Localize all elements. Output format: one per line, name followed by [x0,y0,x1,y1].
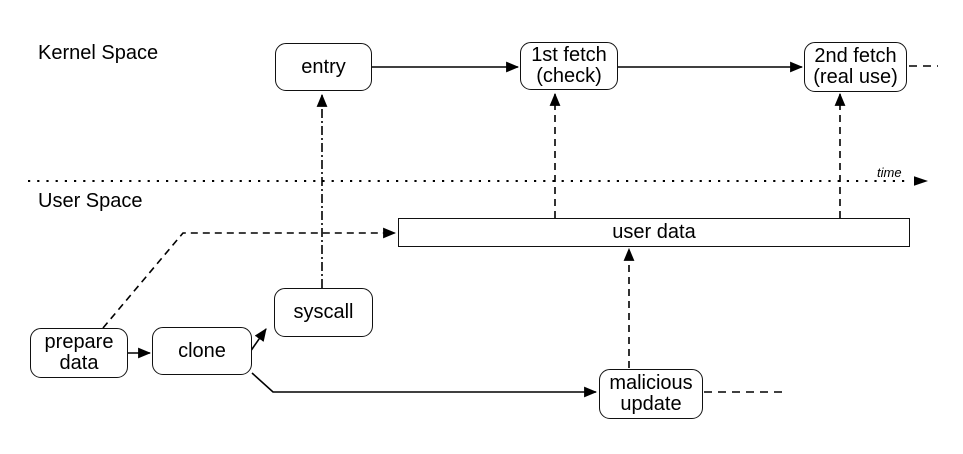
node-entry: entry [275,43,372,91]
node-malicious-update: malicious update [599,369,703,419]
node-user-data: user data [398,218,910,247]
node-clone: clone [152,327,252,375]
user-space-label: User Space [38,190,143,212]
node-second-fetch: 2nd fetch (real use) [804,42,907,92]
node-syscall: syscall [274,288,373,337]
edge-prepare-to-userdata [102,227,397,329]
time-axis-label: time [877,165,902,180]
edge-clone-to-syscall [249,328,267,353]
edge-clone-to-malicious-update [251,372,598,398]
kernel-space-label: Kernel Space [38,42,159,64]
node-prepare-data: prepare data [30,328,128,378]
time-axis-arrowhead [914,176,928,186]
node-first-fetch: 1st fetch (check) [520,42,618,90]
